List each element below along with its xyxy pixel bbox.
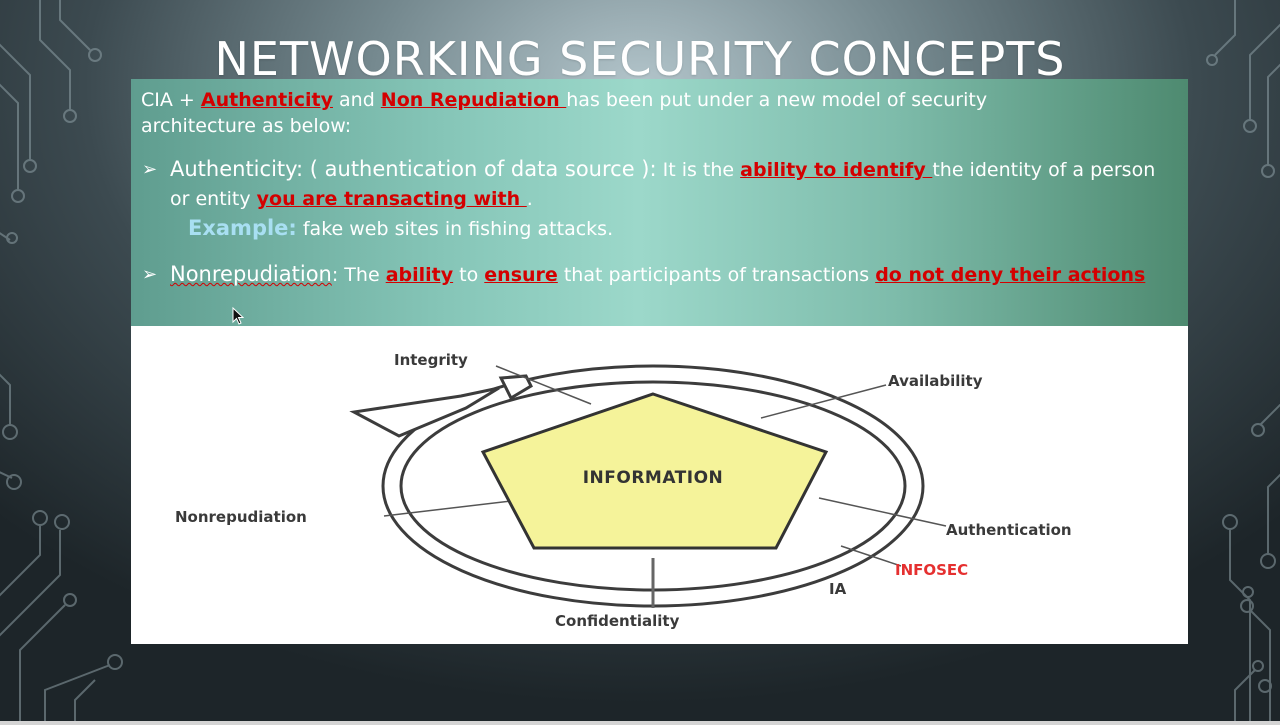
label-leader-lines [383, 365, 947, 608]
bullet-arrow-icon: ➢ [142, 159, 158, 180]
circuit-decoration-right [1206, 0, 1280, 725]
label-authentication: Authentication [946, 521, 1072, 539]
label-availability: Availability [888, 372, 983, 390]
intro-prefix: CIA + [141, 89, 201, 111]
intro-rest-2: architecture as below: [141, 115, 352, 137]
intro-term-authenticity: Authenticity [200, 89, 333, 111]
bullet-authenticity: ➢ Authenticity: ( authentication of data… [141, 155, 1178, 244]
bullet-text: : The [331, 264, 386, 286]
information-pentagon [480, 392, 829, 550]
label-nonrepudiation: Nonrepudiation [175, 508, 307, 526]
bullet-emphasis: do not deny their actions [875, 264, 1146, 286]
content-textbox[interactable]: CIA + Authenticity and Non Repudiation h… [131, 79, 1188, 326]
bottom-bar [0, 721, 1280, 725]
bullet-emphasis: you are transacting with [256, 188, 527, 210]
bullet-text: . [526, 188, 533, 210]
bullet-emphasis: ability [385, 264, 454, 286]
label-integrity: Integrity [394, 351, 468, 369]
intro-rest-1: has been put under a new model of securi… [566, 89, 988, 111]
label-infosec: INFOSEC [895, 561, 968, 579]
example-label: Example: [188, 216, 297, 240]
bullet-nonrepudiation: ➢ Nonrepudiation: The ability to ensure … [141, 260, 1178, 290]
bullet-emphasis: ensure [484, 264, 558, 286]
bullet-text: to [453, 264, 485, 286]
bullet-emphasis: ability to identify [740, 159, 933, 181]
bullet-heading: Authenticity: ( authentication of data s… [170, 157, 657, 181]
intro-mid: and [332, 89, 381, 111]
infosec-diagram[interactable]: INFORMATION Integrity Availability Nonre… [131, 326, 1188, 644]
label-confidentiality: Confidentiality [555, 612, 680, 630]
example-line: Example: fake web sites in fishing attac… [170, 214, 1178, 244]
bullet-heading: Nonrepudiation [170, 262, 332, 286]
bullet-text: It is the [656, 159, 741, 181]
circuit-decoration-left [0, 0, 123, 725]
ring-arrow-icon [349, 386, 500, 438]
bullet-text: that participants of transactions [557, 264, 876, 286]
label-ia: IA [829, 580, 847, 598]
bullet-arrow-icon: ➢ [142, 264, 158, 285]
example-text: fake web sites in fishing attacks. [296, 218, 614, 240]
diagram-center-label: INFORMATION [583, 468, 724, 488]
intro-term-nonrepudiation: Non Repudiation [380, 89, 567, 111]
slide-title: NETWORKING SECURITY CONCEPTS [214, 32, 1066, 86]
intro-paragraph: CIA + Authenticity and Non Repudiation h… [141, 87, 1178, 139]
bullet-text: the identity of a person or entity [170, 159, 1156, 210]
mouse-pointer-icon [232, 307, 244, 325]
